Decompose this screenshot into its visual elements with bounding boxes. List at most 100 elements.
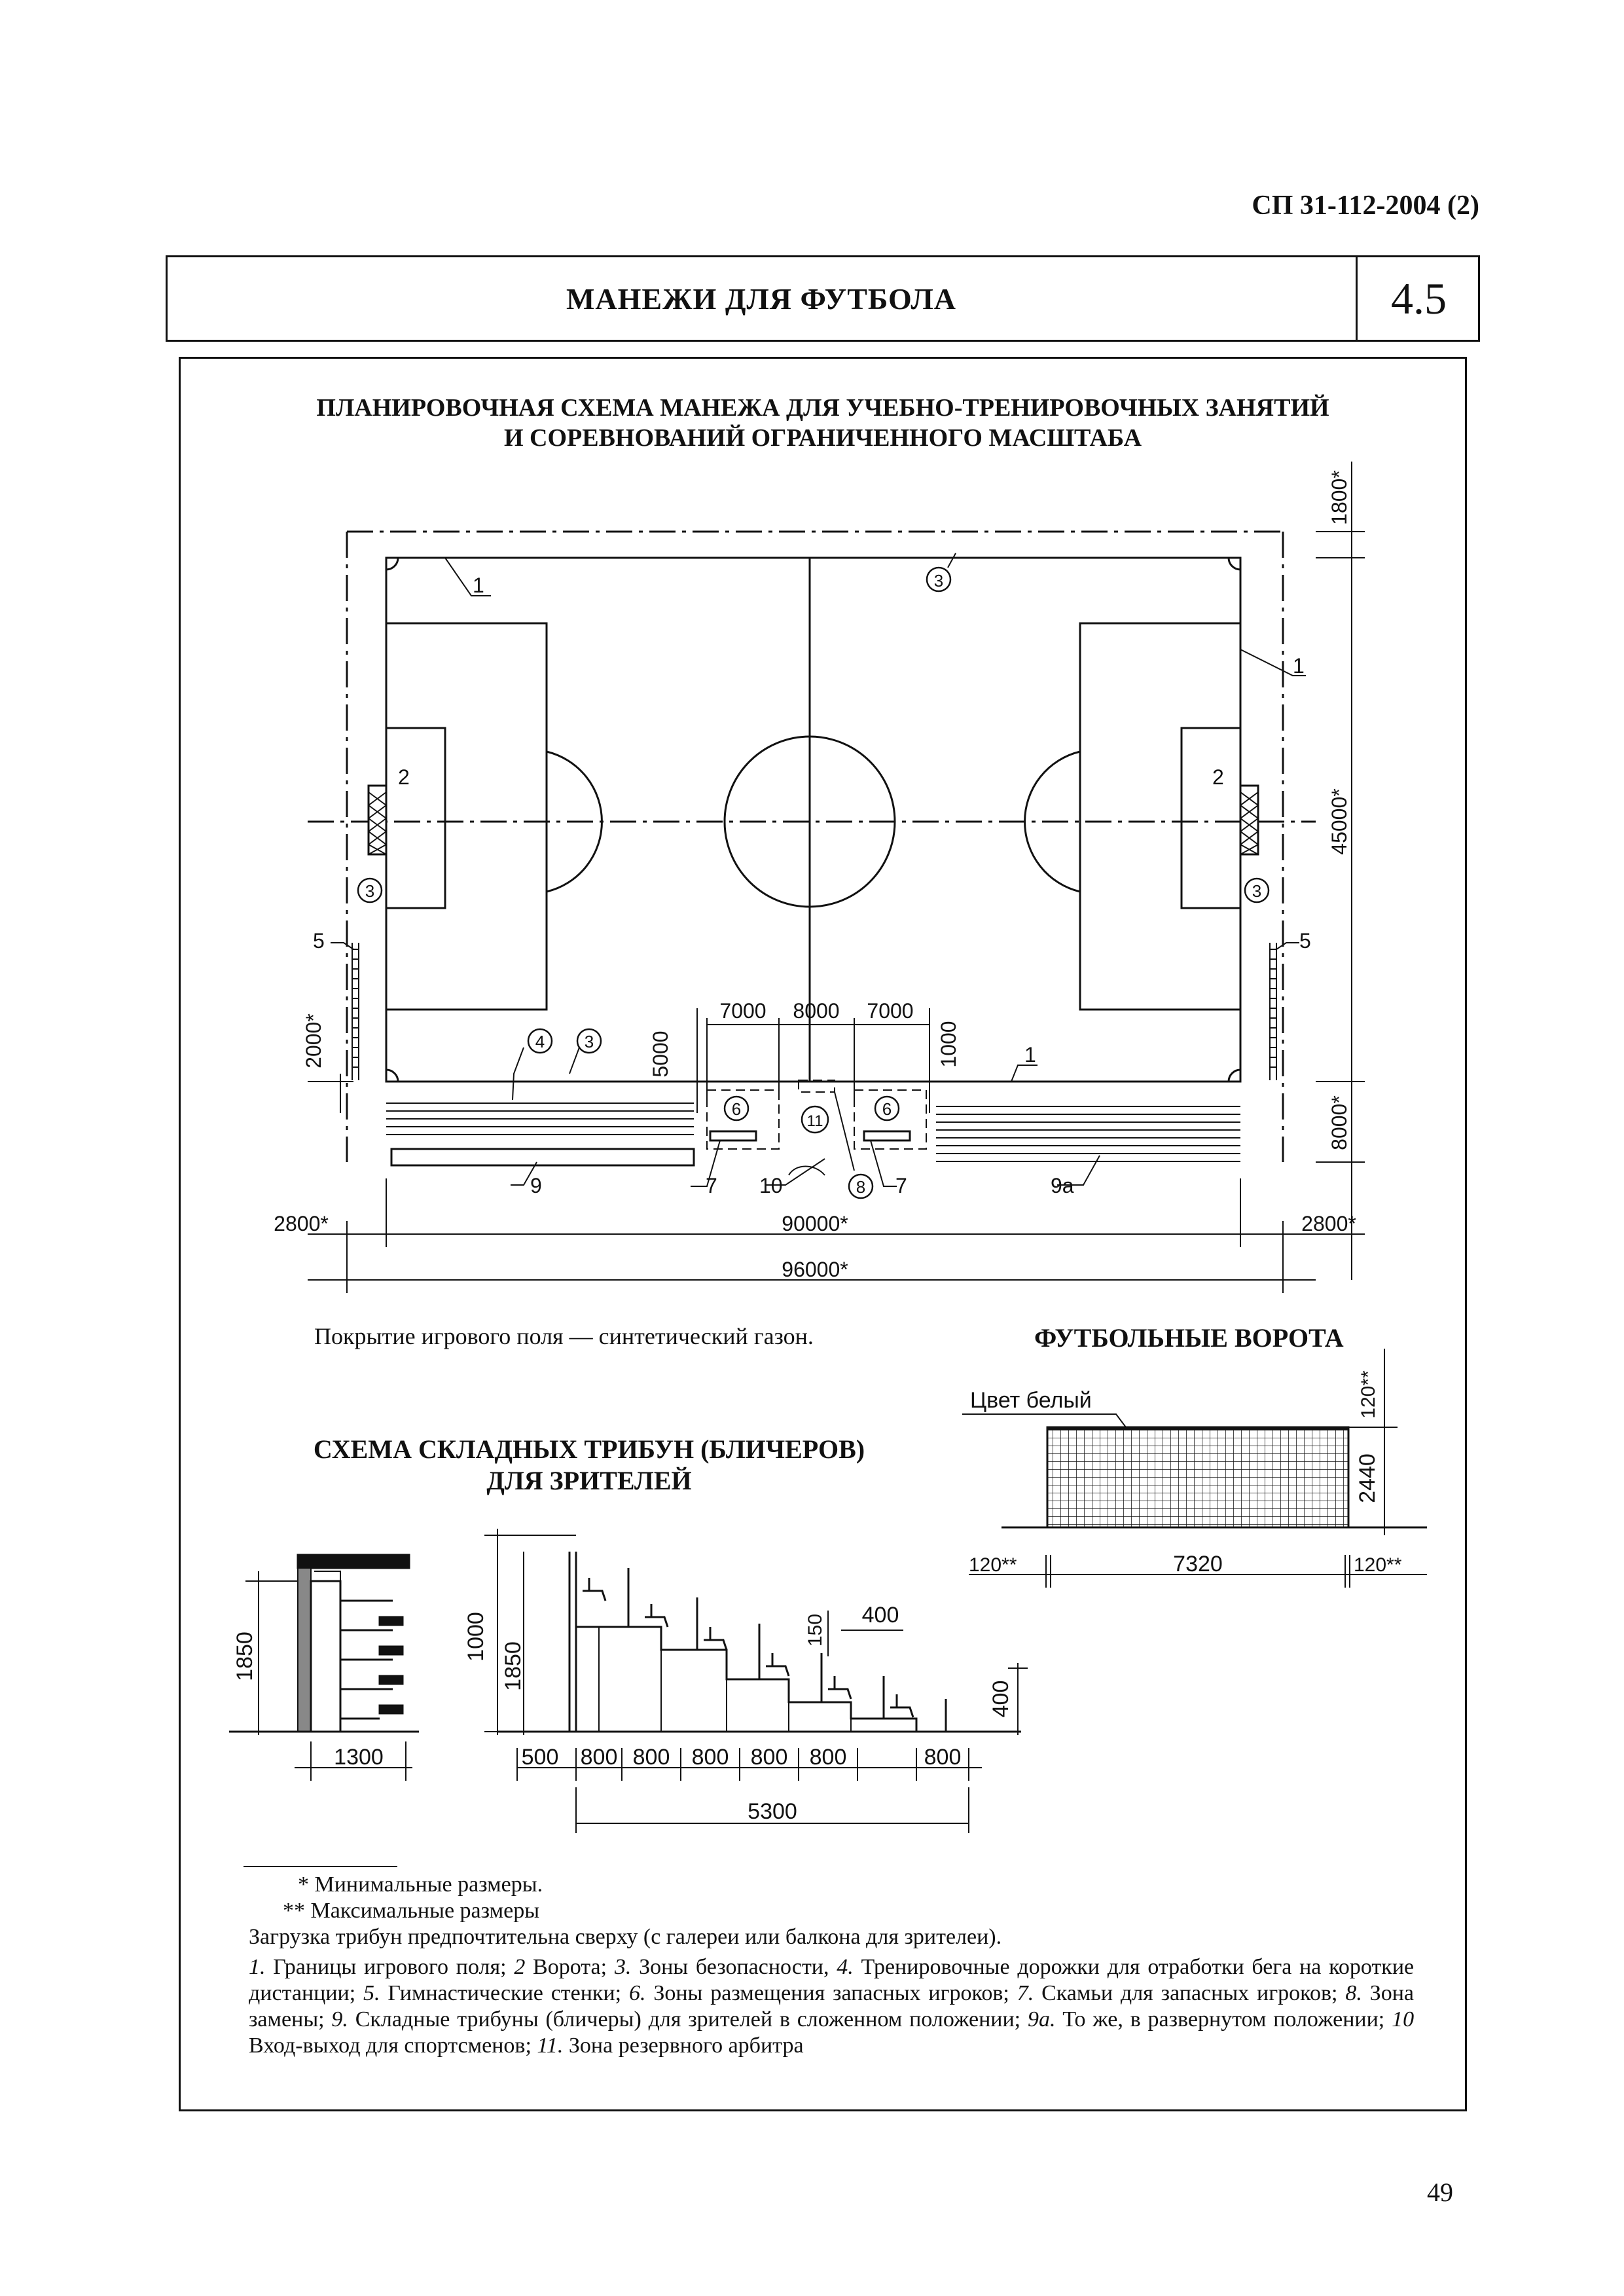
row-3: 800 xyxy=(692,1745,729,1770)
dim-row-depth: 1000 xyxy=(937,1021,960,1067)
legend-item-4: 4. Тренировочные дорожки для отработки б… xyxy=(249,1955,1415,2005)
label-6-left: 6 xyxy=(732,1099,741,1119)
goal-dim-width: 7320 xyxy=(1173,1552,1223,1576)
dim-side-left: 2000* xyxy=(302,1013,325,1068)
legend-item-1: 1. Границы игрового поля; xyxy=(249,1955,507,1979)
folded-height: 1850 xyxy=(232,1631,257,1681)
label-2-right: 2 xyxy=(1212,765,1224,789)
gym-wall-right xyxy=(1269,943,1277,1080)
rail-height: 1000 xyxy=(463,1612,488,1662)
bench-right xyxy=(863,1130,911,1142)
footnote-max: ** Максимальные размеры xyxy=(283,1899,540,1923)
label-8: 8 xyxy=(856,1177,865,1197)
bleachers-title-line1: СХЕМА СКЛАДНЫХ ТРИБУН (БЛИЧЕРОВ) xyxy=(313,1434,865,1464)
riser-height: 400 xyxy=(988,1681,1013,1718)
callout-11 xyxy=(801,1105,829,1134)
bleacher-height: 1850 xyxy=(501,1641,526,1691)
leader-7-right xyxy=(870,1140,897,1187)
goal-dim-height: 2440 xyxy=(1355,1453,1380,1503)
dim-edge-right: 2800* xyxy=(1301,1212,1356,1235)
dim-bench-c: 7000 xyxy=(867,999,913,1023)
label-9a: 9а xyxy=(1051,1174,1074,1197)
running-tracks xyxy=(386,1102,694,1135)
arena-plan-drawing: 1800* 45000* 8000* 2000* 5000 1000 7000 … xyxy=(274,462,1365,1293)
label-7-right: 7 xyxy=(895,1174,907,1197)
document-code: СП 31-112-2004 (2) xyxy=(1252,191,1479,221)
label-9: 9 xyxy=(530,1174,542,1197)
goal-drawing: Цвет белый 120** 2440 7320 120** 120** xyxy=(962,1349,1427,1588)
dim-bench-a: 7000 xyxy=(719,999,766,1023)
row-1: 800 xyxy=(581,1745,618,1770)
dim-edge-left: 2800* xyxy=(274,1212,329,1235)
callout-8 xyxy=(848,1173,874,1199)
plan-dimensions xyxy=(308,462,1365,1293)
folded-dimensions xyxy=(245,1571,412,1781)
legend-item-10: 10 Вход-выход для спортсменов; xyxy=(249,2007,1415,2058)
bleachers-open xyxy=(936,1106,1240,1162)
dim-bottom: 8000* xyxy=(1327,1095,1351,1150)
folded-depth: 1300 xyxy=(334,1745,384,1770)
label-1-right: 1 xyxy=(1293,654,1305,678)
goal-right-marker xyxy=(1239,784,1259,856)
leader-1-right xyxy=(1240,649,1306,676)
bench-left xyxy=(709,1130,757,1142)
folded-bleacher xyxy=(229,1554,419,1733)
substitute-zones xyxy=(706,1080,927,1150)
expanded-dimensions xyxy=(484,1529,1028,1833)
legend-item-2: 2 Ворота; xyxy=(514,1955,607,1979)
callout-4 xyxy=(527,1028,553,1054)
leader-1-bottom xyxy=(1011,1065,1038,1082)
arena-boundary xyxy=(308,530,1316,1162)
callout-6-right xyxy=(874,1095,900,1121)
goal-color-leader xyxy=(962,1413,1127,1428)
row-6: 800 xyxy=(924,1745,962,1770)
footnote-load: Загрузка трибун предпочтительна сверху (… xyxy=(249,1925,1002,1949)
entrance-arc xyxy=(788,1165,825,1176)
label-3-right: 3 xyxy=(1252,881,1261,901)
row-4: 800 xyxy=(751,1745,788,1770)
dim-zone-depth: 5000 xyxy=(649,1030,672,1077)
legend: 1. Границы игрового поля; 2 Ворота; 3. З… xyxy=(249,1954,1414,2059)
leader-7-left xyxy=(691,1140,721,1187)
callout-3-left xyxy=(357,877,383,903)
callout-3-track xyxy=(576,1028,602,1054)
dim-field: 90000* xyxy=(782,1212,848,1235)
label-3-track: 3 xyxy=(585,1032,594,1051)
row-2: 800 xyxy=(633,1745,670,1770)
dim-top: 1800* xyxy=(1327,470,1351,525)
label-1-top: 1 xyxy=(473,574,484,597)
bleacher-total: 5300 xyxy=(748,1799,797,1824)
label-3-top: 3 xyxy=(934,571,943,591)
legend-item-9a: 9а. То же, в развернутом положении; xyxy=(1027,2007,1385,2032)
label-1-bottom: 1 xyxy=(1024,1043,1036,1066)
legend-item-6: 6. Зоны размещения запасных игроков; xyxy=(628,1981,1009,2005)
legend-item-7: 7. Скамьи для запасных игроков; xyxy=(1017,1981,1338,2005)
label-7-left: 7 xyxy=(706,1174,717,1197)
bleachers-title-line2: ДЛЯ ЗРИТЕЛЕЙ xyxy=(486,1466,692,1495)
goal-dim-top: 120** xyxy=(1358,1370,1379,1419)
legend-item-3: 3. Зоны безопасности, xyxy=(614,1955,829,1979)
goal-title: ФУТБОЛЬНЫЕ ВОРОТА xyxy=(1034,1323,1344,1353)
callout-6-left xyxy=(723,1095,749,1121)
footnote-rule xyxy=(244,1866,397,1867)
gym-wall-left xyxy=(352,943,359,1080)
callout-3-top xyxy=(926,566,952,592)
legend-item-5: 5. Гимнастические стенки; xyxy=(363,1981,622,2005)
callout-3-right xyxy=(1244,877,1270,903)
section-number: 4.5 xyxy=(1391,273,1447,323)
leader-1-top xyxy=(444,557,491,596)
label-5-right: 5 xyxy=(1299,929,1311,953)
dim-bench-b: 8000 xyxy=(793,999,839,1023)
dim-height: 45000* xyxy=(1327,788,1351,854)
leader-3-track xyxy=(569,1047,580,1074)
label-3-left: 3 xyxy=(365,881,374,901)
section-header xyxy=(166,255,1480,342)
header-divider xyxy=(1356,255,1358,342)
plan-title-line1: ПЛАНИРОВОЧНАЯ СХЕМА МАНЕЖА ДЛЯ УЧЕБНО-ТР… xyxy=(316,394,1329,422)
expanded-bleacher xyxy=(497,1552,1021,1733)
step-height: 150 xyxy=(804,1614,826,1647)
leader-5-left xyxy=(331,942,354,950)
footnote-min: * Минимальные размеры. xyxy=(298,1872,543,1897)
label-5-left: 5 xyxy=(313,929,325,953)
leader-9a xyxy=(1057,1155,1100,1186)
